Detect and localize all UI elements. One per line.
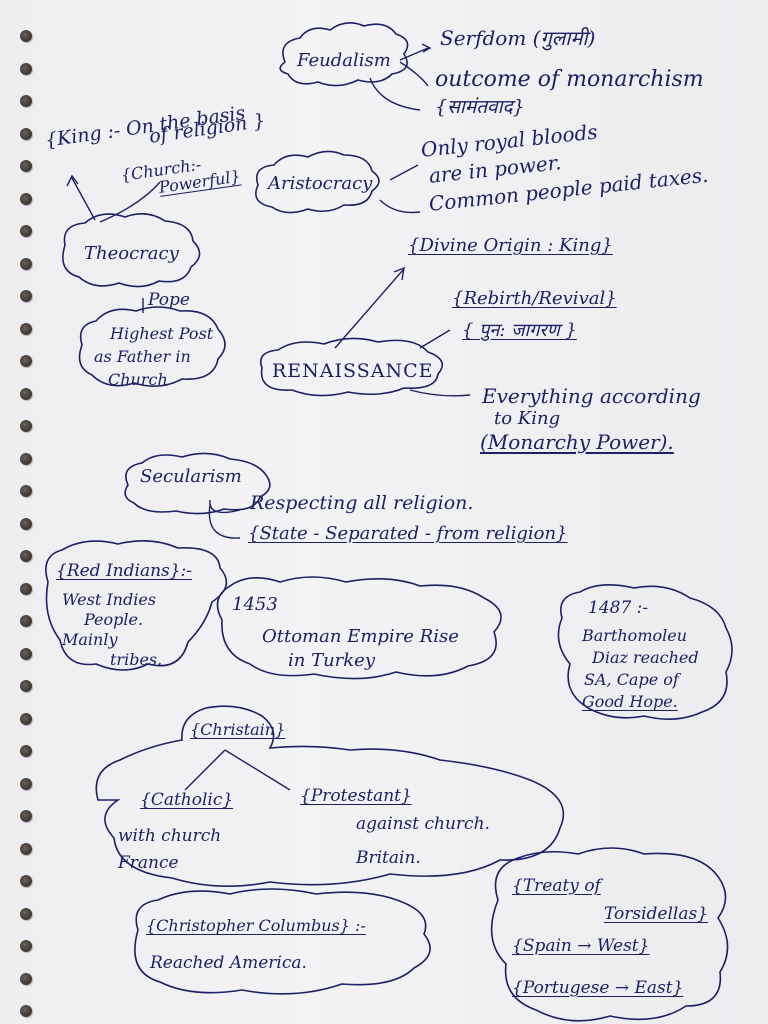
pope-cloud bbox=[78, 306, 226, 387]
spiral-hole bbox=[20, 62, 32, 75]
red-indians-title: {Red Indians}:- bbox=[56, 561, 193, 581]
catholic-label: {Catholic} bbox=[140, 790, 234, 810]
spiral-hole bbox=[20, 550, 32, 562]
spiral-hole bbox=[20, 615, 32, 627]
treaty-point: {Spain → West} bbox=[512, 936, 650, 956]
1487-point: Diaz reached bbox=[592, 648, 699, 667]
spiral-hole bbox=[20, 582, 32, 595]
spiral-hole bbox=[20, 517, 32, 530]
christian-title: {Christain} bbox=[190, 720, 286, 739]
spiral-hole bbox=[20, 907, 32, 920]
everything-line: (Monarchy Power). bbox=[480, 430, 674, 454]
treaty-cloud bbox=[490, 847, 729, 1022]
1487-cloud bbox=[557, 584, 733, 720]
aristocracy-title: Aristocracy bbox=[268, 173, 373, 194]
1453-point: Ottoman Empire Rise bbox=[262, 626, 459, 647]
spiral-hole bbox=[20, 30, 32, 42]
renaissance-cloud bbox=[259, 337, 444, 397]
pope-desc: Highest Post bbox=[110, 324, 214, 343]
everything-line: Everything according bbox=[482, 384, 701, 408]
columbus-cloud bbox=[134, 888, 431, 995]
spiral-hole bbox=[20, 322, 32, 335]
spiral-hole bbox=[20, 257, 32, 270]
treaty-title: {Treaty of bbox=[512, 876, 601, 896]
christian-cloud bbox=[95, 705, 565, 887]
1487-point: Good Hope. bbox=[582, 692, 678, 711]
rebirth: {Rebirth/Revival} bbox=[452, 288, 617, 309]
spiral-hole bbox=[20, 712, 32, 725]
spiral-hole bbox=[20, 1005, 32, 1017]
1487-point: Barthomoleu bbox=[582, 626, 688, 645]
hindi-rebirth: { पुन: जागरण } bbox=[462, 320, 577, 341]
theocracy-cloud bbox=[62, 213, 201, 288]
aristocracy-cloud bbox=[255, 150, 380, 214]
pope-desc: as Father in bbox=[94, 347, 191, 366]
spiral-hole bbox=[20, 355, 32, 367]
treaty-point: {Portugese → East} bbox=[512, 978, 684, 998]
secularism-point: {State - Separated - from religion} bbox=[248, 523, 568, 544]
red-indians-cloud bbox=[45, 540, 228, 671]
catholic-point: with church bbox=[118, 826, 222, 846]
1487-title: 1487 :- bbox=[588, 598, 649, 618]
spiral-hole bbox=[20, 647, 32, 660]
treaty-title: Torsidellas} bbox=[604, 904, 709, 924]
feudalism-point: outcome of monarchism bbox=[435, 67, 704, 92]
spiral-hole bbox=[20, 452, 32, 465]
spiral-hole bbox=[20, 680, 32, 692]
spiral-hole bbox=[20, 290, 32, 302]
spiral-hole bbox=[20, 387, 32, 400]
spiral-hole bbox=[20, 127, 32, 140]
feudalism-title: Feudalism bbox=[297, 50, 391, 71]
spiral-hole bbox=[20, 940, 32, 952]
spiral-hole bbox=[20, 192, 32, 205]
1453-point: in Turkey bbox=[288, 650, 376, 671]
protestant-point: Britain. bbox=[356, 848, 421, 868]
secularism-point: Respecting all religion. bbox=[250, 492, 474, 514]
feudalism-point: Serfdom (गुलामी) bbox=[440, 26, 596, 50]
renaissance-title: RENAISSANCE bbox=[272, 360, 434, 382]
spiral-hole bbox=[20, 95, 32, 107]
red-indians-point: tribes. bbox=[110, 650, 163, 669]
everything-line: to King bbox=[494, 408, 561, 429]
spiral-hole bbox=[20, 420, 32, 432]
feudalism-point: {सामंतवाद} bbox=[435, 96, 525, 118]
red-indians-point: People. bbox=[84, 610, 144, 629]
1453-title: 1453 bbox=[232, 594, 278, 615]
red-indians-point: Mainly bbox=[62, 630, 118, 649]
protestant-point: against church. bbox=[356, 814, 490, 834]
red-indians-point: West Indies bbox=[62, 590, 156, 609]
pope-label: Pope bbox=[148, 290, 190, 310]
spiral-hole bbox=[20, 160, 32, 172]
1453-cloud bbox=[216, 576, 502, 680]
columbus-point: Reached America. bbox=[150, 953, 307, 973]
spiral-hole bbox=[20, 745, 32, 757]
spiral-hole bbox=[20, 972, 32, 985]
spiral-hole bbox=[20, 485, 32, 497]
protestant-label: {Protestant} bbox=[300, 786, 412, 806]
spiral-hole bbox=[20, 842, 32, 855]
divine-origin: {Divine Origin : King} bbox=[408, 235, 613, 256]
spiral-hole bbox=[20, 225, 32, 237]
spiral-hole bbox=[20, 875, 32, 887]
pope-desc: Church bbox=[108, 370, 168, 389]
spiral-hole bbox=[20, 777, 32, 790]
columbus-title: {Christopher Columbus} :- bbox=[146, 916, 366, 935]
feudalism-cloud bbox=[279, 22, 409, 87]
spiral-hole bbox=[20, 810, 32, 822]
secularism-cloud bbox=[124, 452, 271, 515]
secularism-title: Secularism bbox=[140, 466, 242, 487]
theocracy-title: Theocracy bbox=[84, 243, 179, 264]
catholic-point: France bbox=[118, 853, 179, 873]
spiral-holes bbox=[14, 0, 44, 1024]
1487-point: SA, Cape of bbox=[584, 670, 679, 689]
